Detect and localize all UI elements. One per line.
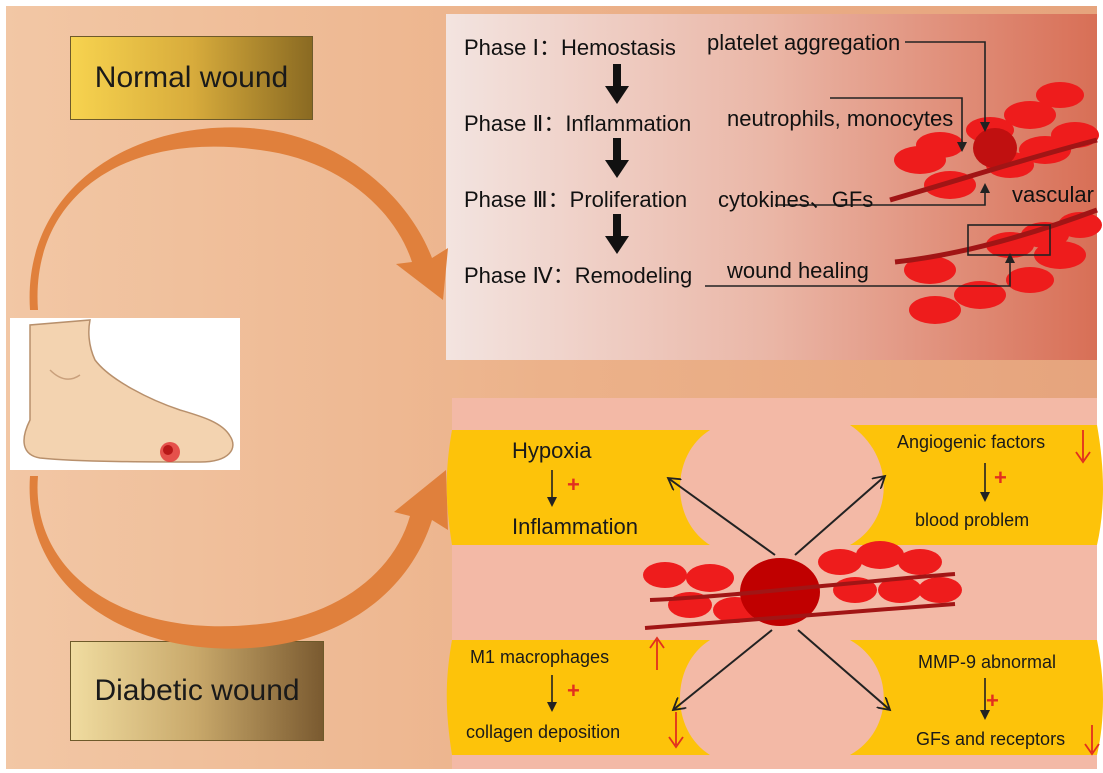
phase-1-label: Phase Ⅰ：Hemostasis xyxy=(464,30,676,62)
phase-4-label: Phase Ⅳ：Remodeling xyxy=(464,258,692,290)
phase-4-detail: wound healing xyxy=(727,258,869,284)
phase-sequence-arrows xyxy=(605,64,629,254)
phase-3-label: Phase Ⅲ：Proliferation xyxy=(464,182,687,214)
diabetic-foot-illustration xyxy=(10,318,240,470)
angiogenic-factors-label: Angiogenic factors xyxy=(897,432,1045,453)
mmp9-abnormal-label: MMP-9 abnormal xyxy=(918,652,1056,673)
m1-plus-sign: + xyxy=(567,678,580,704)
angiogenic-plus-sign: + xyxy=(994,465,1007,491)
inflammation-label: Inflammation xyxy=(512,514,638,540)
m1-macrophages-label: M1 macrophages xyxy=(470,647,609,668)
lower-curved-arrow xyxy=(30,470,448,649)
phase-2-detail: neutrophils, monocytes xyxy=(727,106,953,132)
hypoxia-plus-sign: + xyxy=(567,472,580,498)
vascular-label: vascular xyxy=(1012,182,1094,208)
hypoxia-label: Hypoxia xyxy=(512,438,591,464)
phase-3-detail: cytokines、GFs xyxy=(718,182,873,214)
mmp9-plus-sign: + xyxy=(986,688,999,714)
red-blood-cells-bottom xyxy=(643,541,962,628)
upper-curved-arrow xyxy=(30,127,448,310)
phase-2-label: Phase Ⅱ：Inflammation xyxy=(464,106,691,138)
phase-1-detail: platelet aggregation xyxy=(707,30,900,56)
collagen-deposition-label: collagen deposition xyxy=(466,722,620,743)
blood-problem-label: blood problem xyxy=(915,510,1029,531)
gfs-receptors-label: GFs and receptors xyxy=(916,729,1065,750)
